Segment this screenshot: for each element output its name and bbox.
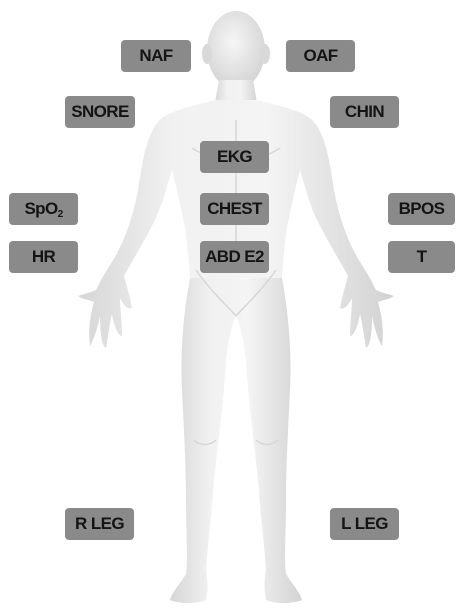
spo2-label: SpO2	[9, 193, 78, 225]
hr-label: HR	[9, 241, 78, 273]
spo2-subscript: 2	[58, 209, 63, 220]
snore-label: SNORE	[65, 96, 135, 128]
bpos-label-text: BPOS	[399, 199, 445, 219]
abd-label-text: ABD E2	[205, 247, 264, 267]
legs-shape	[170, 278, 302, 603]
left-ear-shape	[202, 44, 212, 64]
right-ear-shape	[260, 44, 270, 64]
spo2-label-text: SpO2	[24, 199, 62, 219]
abd-label: ABD E2	[200, 241, 269, 273]
r-leg-label: R LEG	[65, 508, 134, 540]
chest-label: CHEST	[200, 193, 269, 225]
hr-label-text: HR	[32, 247, 55, 267]
naf-label-text: NAF	[139, 46, 172, 66]
oaf-label-text: OAF	[303, 46, 337, 66]
snore-label-text: SNORE	[71, 102, 128, 122]
naf-label: NAF	[121, 40, 191, 72]
t-label: T	[388, 241, 455, 273]
chest-label-text: CHEST	[207, 199, 262, 219]
ekg-label-text: EKG	[217, 147, 252, 167]
l-leg-label: L LEG	[330, 508, 399, 540]
head-shape	[207, 11, 265, 89]
spo2-main-text: SpO	[24, 199, 57, 218]
chin-label: CHIN	[330, 96, 399, 128]
oaf-label: OAF	[286, 40, 355, 72]
l-leg-label-text: L LEG	[341, 514, 388, 534]
ekg-label: EKG	[200, 141, 269, 173]
chin-label-text: CHIN	[345, 102, 384, 122]
t-label-text: T	[417, 247, 427, 267]
bpos-label: BPOS	[388, 193, 455, 225]
r-leg-label-text: R LEG	[75, 514, 124, 534]
